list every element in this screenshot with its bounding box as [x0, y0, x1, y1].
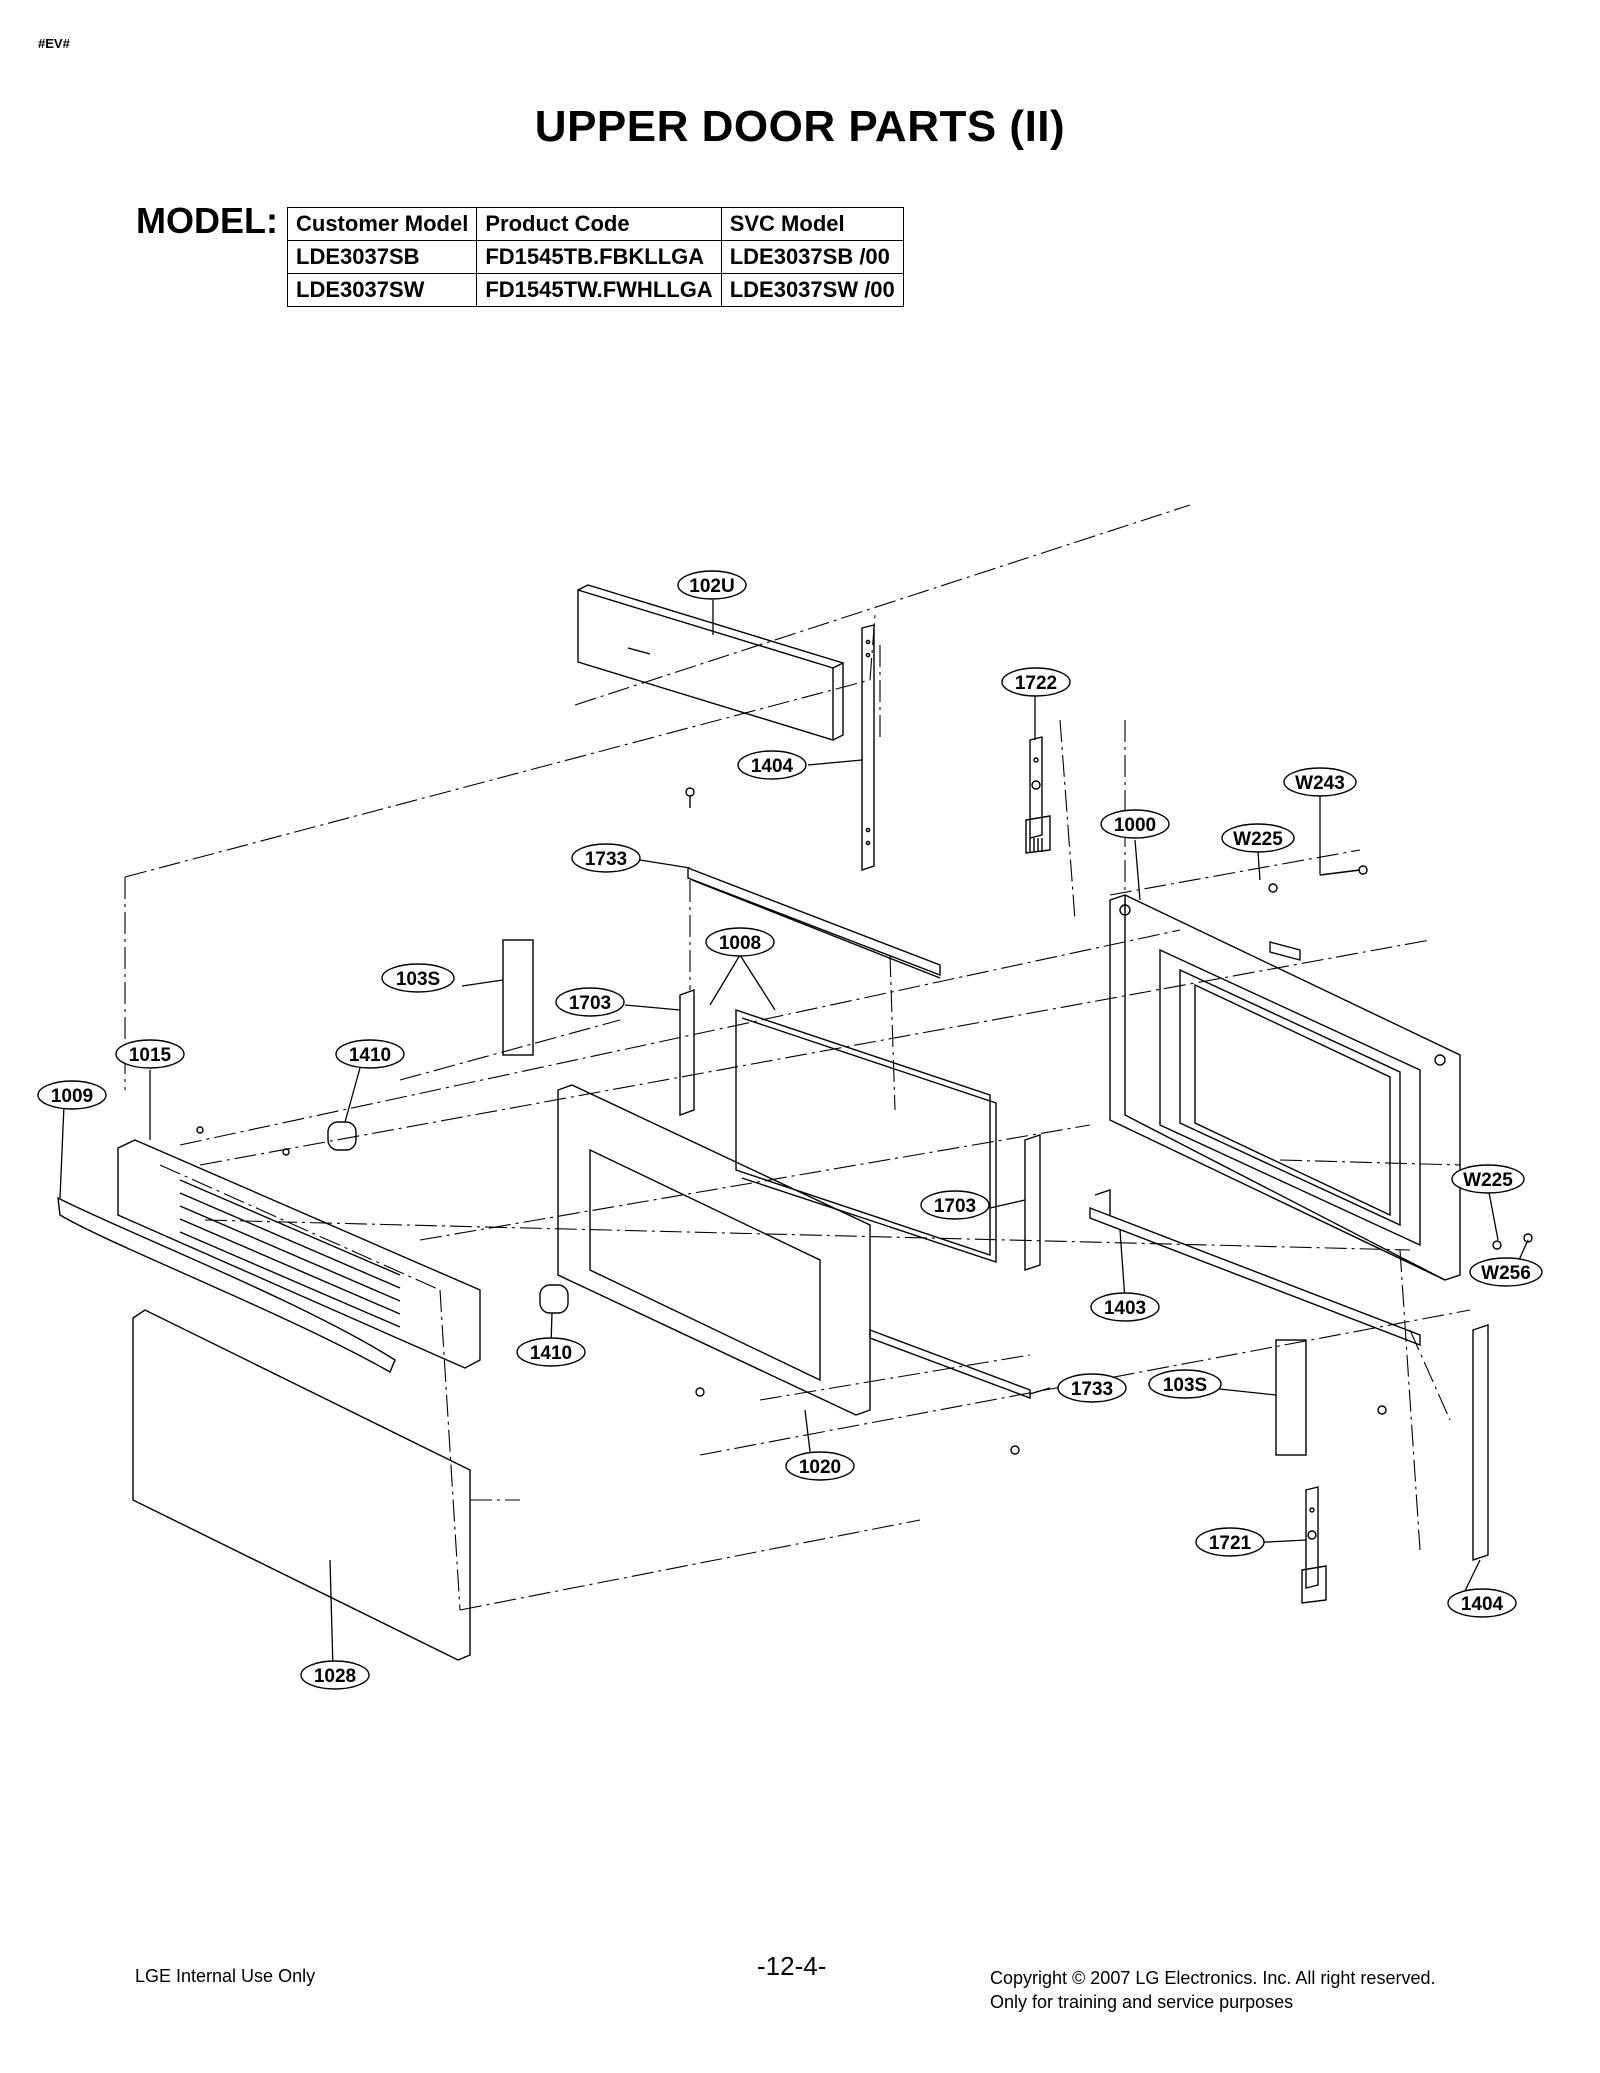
- callout-label: 1008: [719, 933, 761, 954]
- callout-w256: W256: [1469, 1257, 1543, 1287]
- callout-label: 1733: [585, 849, 627, 870]
- callout-label: W243: [1295, 773, 1345, 794]
- bracket-1403: [1089, 1189, 1421, 1347]
- cylinder-1410-bottom: [539, 1284, 569, 1314]
- spacer-1703-right: [1024, 1134, 1041, 1271]
- callout-1733-bottom: 1733: [1057, 1373, 1127, 1403]
- callout-w225-top: W225: [1221, 823, 1295, 853]
- callout-1703-right: 1703: [920, 1190, 990, 1220]
- callout-label: 1028: [314, 1666, 356, 1687]
- callout-label: 1015: [129, 1045, 172, 1066]
- callout-label: 1703: [934, 1196, 976, 1217]
- cylinder-1410-top: [327, 1121, 357, 1151]
- washer-w225-right: [1492, 1240, 1502, 1250]
- column-header: SVC Model: [720, 207, 904, 241]
- callout-1721: 1721: [1195, 1527, 1265, 1557]
- callout-1008: 1008: [705, 927, 775, 957]
- callout-label: 1703: [569, 993, 611, 1014]
- footer-internal-use: LGE Internal Use Only: [135, 1966, 316, 1986]
- callout-1410-bottom: 1410: [516, 1337, 586, 1367]
- customer-model-cell: LDE3037SW: [286, 273, 478, 307]
- side-strip-1404-top: [861, 624, 875, 871]
- svc-model-cell: LDE3037SB /00: [720, 240, 904, 274]
- spacer-1703-left: [679, 989, 695, 1116]
- callout-label: 1721: [1209, 1533, 1252, 1554]
- screw-w243: [1319, 865, 1368, 876]
- inner-door-frame-1000: [1109, 894, 1461, 1281]
- callout-label: W256: [1481, 1263, 1531, 1284]
- callout-1722: 1722: [1001, 667, 1071, 697]
- callout-1404-bottom: 1404: [1447, 1588, 1517, 1618]
- callout-label: W225: [1233, 829, 1283, 850]
- block-103s-right: [1275, 1339, 1307, 1456]
- callout-1020: 1020: [785, 1451, 855, 1481]
- callout-label: 1410: [349, 1045, 391, 1066]
- callouts: 102U 1722 1404 W243 1000 W225 1733 1008: [37, 570, 1543, 1690]
- door-liner-1020: [557, 1084, 871, 1416]
- copyright-line: Only for training and service purposes: [990, 1992, 1294, 2012]
- callout-1703-left: 1703: [555, 987, 625, 1017]
- callout-label: 1403: [1104, 1298, 1146, 1319]
- product-code-cell: FD1545TW.FWHLLGA: [476, 273, 722, 307]
- callout-1028: 1028: [300, 1660, 370, 1690]
- callout-1000: 1000: [1100, 809, 1170, 839]
- footer-copyright: Copyright © 2007 LG Electronics. Inc. Al…: [990, 1966, 1435, 2014]
- callout-label: 1722: [1015, 673, 1057, 694]
- assembly-lines: [124, 504, 1471, 1611]
- page-number: -12-4-: [757, 1951, 827, 1981]
- callout-w225-right: W225: [1451, 1164, 1525, 1194]
- callout-label: 1020: [799, 1457, 841, 1478]
- callout-w243: W243: [1283, 767, 1357, 797]
- column-header: Product Code: [476, 207, 722, 241]
- washer-w225-top: [1268, 883, 1278, 893]
- callout-1015: 1015: [115, 1039, 185, 1069]
- door-handle-1009: [57, 1196, 396, 1374]
- model-label: MODEL:: [136, 200, 278, 241]
- svc-model-cell: LDE3037SW /00: [720, 273, 904, 307]
- block-103s-left: [502, 939, 534, 1056]
- page-title: UPPER DOOR PARTS (II): [534, 102, 1066, 151]
- callout-label: 1733: [1071, 1379, 1113, 1400]
- callout-103s-left: 103S: [381, 963, 455, 993]
- document-tag: #EV#: [38, 36, 70, 51]
- hinge-1721: [1301, 1486, 1327, 1604]
- callout-label: 102U: [689, 576, 734, 597]
- callout-label: 1000: [1114, 815, 1156, 836]
- model-table-header: Customer Model Product Code SVC Model: [286, 207, 904, 241]
- callout-label: 103S: [1163, 1375, 1207, 1396]
- callout-103s-right: 103S: [1148, 1369, 1222, 1399]
- rail-1733-top: [687, 866, 941, 979]
- side-strip-1404-bottom: [1472, 1324, 1489, 1561]
- callout-1733-top: 1733: [571, 843, 641, 873]
- model-table: Customer Model Product Code SVC Model LD…: [286, 207, 904, 307]
- screw-w256: [1523, 1233, 1533, 1243]
- control-panel-1015: [117, 1139, 481, 1369]
- callout-102u: 102U: [677, 570, 747, 600]
- callout-label: 1410: [530, 1343, 572, 1364]
- callout-1403: 1403: [1090, 1292, 1160, 1322]
- column-header: Customer Model: [286, 207, 478, 241]
- top-trim-bar-102u: [577, 584, 845, 741]
- callout-label: 1404: [1461, 1594, 1504, 1615]
- leader-lines: [59, 600, 1529, 1670]
- copyright-line: Copyright © 2007 LG Electronics. Inc. Al…: [990, 1968, 1436, 1988]
- callout-label: 1404: [751, 756, 794, 777]
- callout-1404-top: 1404: [737, 750, 807, 780]
- hinge-1722: [1025, 736, 1051, 854]
- callout-label: W225: [1463, 1170, 1513, 1191]
- callout-1410-top: 1410: [335, 1039, 405, 1069]
- rail-1733-bottom: [869, 1328, 1031, 1400]
- glass-panel-1008: [735, 1009, 997, 1263]
- callout-1009: 1009: [37, 1080, 107, 1110]
- callout-label: 103S: [396, 969, 440, 990]
- outer-glass-1028: [132, 1309, 471, 1661]
- callout-label: 1009: [51, 1086, 93, 1107]
- table-row: LDE3037SW FD1545TW.FWHLLGA LDE3037SW /00: [286, 273, 904, 307]
- screw-icon: [196, 787, 1387, 1455]
